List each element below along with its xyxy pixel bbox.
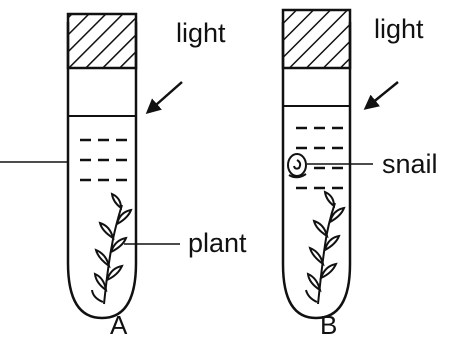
test-tube-b — [283, 10, 398, 318]
tube-b-plant-drawing — [306, 192, 344, 304]
tube-a-stopper — [68, 14, 136, 68]
tube-a-water — [80, 140, 127, 180]
tube-a-plant-drawing — [92, 194, 131, 304]
snail-drawing — [288, 154, 306, 177]
test-tube-a — [0, 14, 182, 318]
tube-b-stopper — [283, 10, 350, 68]
light-arrow-a — [148, 82, 182, 112]
tube-a-label: A — [110, 312, 127, 338]
light-label-b: light — [374, 16, 424, 43]
light-label-a: light — [176, 20, 226, 47]
light-arrow-b — [366, 82, 398, 108]
plant-label: plant — [188, 230, 247, 257]
snail-label: snail — [382, 151, 438, 178]
tube-b-label: B — [320, 312, 337, 338]
